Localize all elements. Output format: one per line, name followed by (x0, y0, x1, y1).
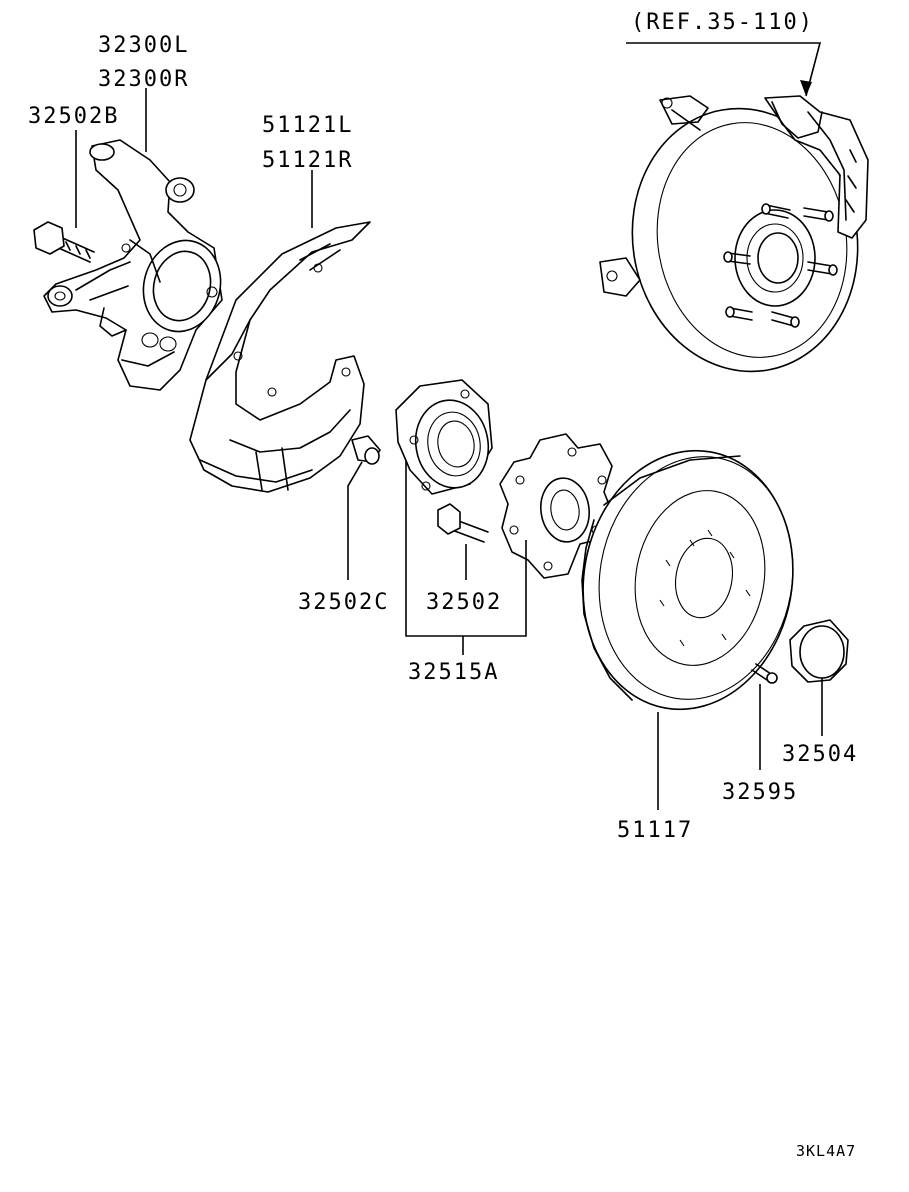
part-label-knuckle-right[interactable]: 32300R (98, 67, 190, 92)
part-label-hub-cap[interactable]: 32504 (782, 742, 859, 767)
part-label-brake-disc[interactable]: 51117 (617, 818, 694, 843)
part-label-hub-bolt[interactable]: 32502 (426, 590, 503, 615)
part-label-knuckle-bolt[interactable]: 32502B (28, 104, 120, 129)
steering-knuckle (43, 139, 223, 391)
ref-leader-line (626, 42, 822, 97)
knuckle-bolt (33, 221, 95, 263)
diagram-code: 3KL4A7 (796, 1142, 857, 1160)
reference-rotor-assembly (599, 95, 869, 373)
part-label-hub-assembly[interactable]: 32515A (408, 660, 500, 685)
flange-hub (499, 433, 613, 579)
part-label-disc-screw[interactable]: 32595 (722, 780, 799, 805)
brake-disc (581, 449, 794, 711)
part-label-dust-cover-right[interactable]: 51121R (262, 148, 354, 173)
hub-bearing (395, 379, 493, 495)
hub-bolt (437, 503, 489, 543)
cover-bolt (351, 435, 381, 465)
ref-label: (REF.35-110) (631, 10, 814, 35)
leader-lines (75, 88, 823, 810)
disc-screw (751, 663, 778, 684)
part-label-dust-cover-left[interactable]: 51121L (262, 113, 354, 138)
part-label-knuckle-left[interactable]: 32300L (98, 33, 190, 58)
dust-cover (189, 221, 371, 493)
part-label-cover-bolt[interactable]: 32502C (298, 590, 390, 615)
hub-cap (789, 619, 849, 683)
